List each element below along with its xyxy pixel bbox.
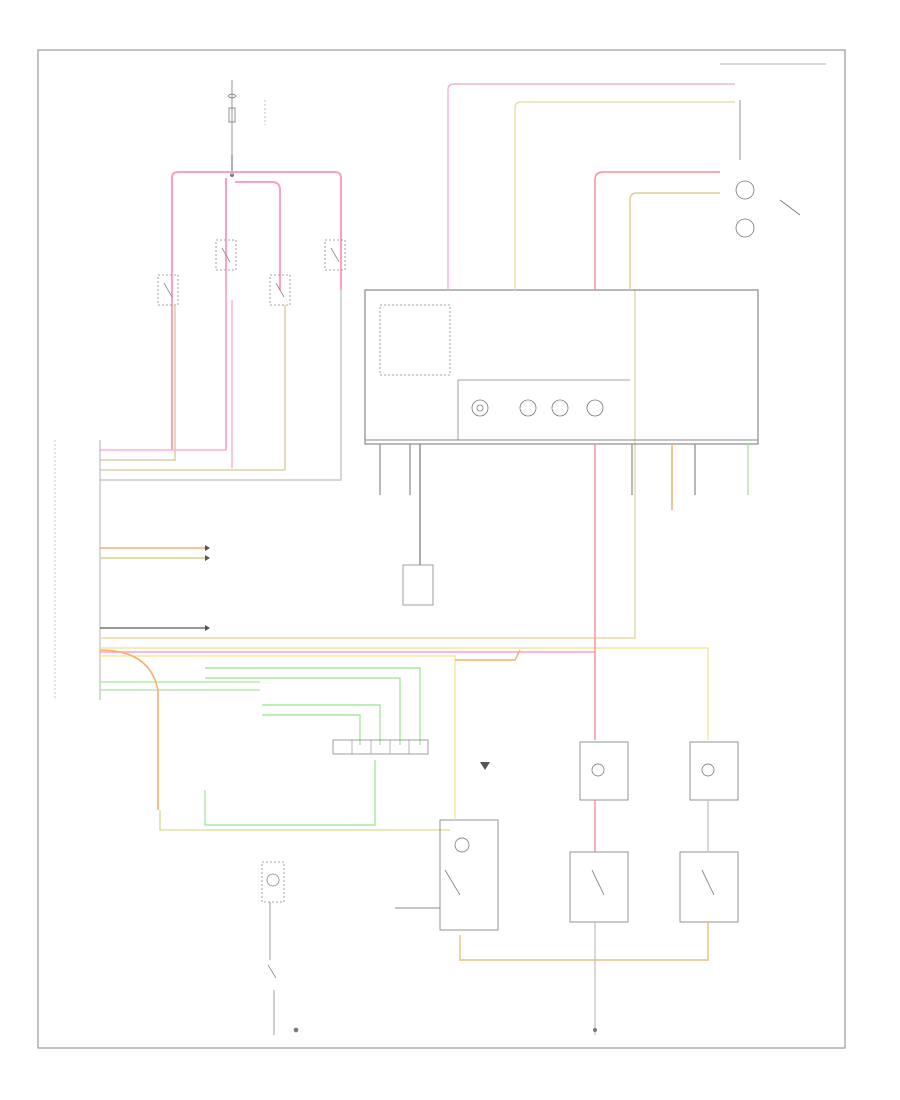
lamp-module-2 (519, 399, 537, 417)
connector-block (332, 739, 429, 755)
relay-left-3 (269, 274, 291, 306)
diagram-frame (37, 49, 846, 1049)
relay-left-1 (157, 274, 179, 306)
lamp-module-4 (586, 399, 604, 417)
ground-arrow (480, 762, 490, 770)
top-right-wires (447, 83, 735, 290)
glove-box-switch (267, 902, 299, 1035)
right-door-lamp (689, 741, 739, 801)
left-drop-wires (99, 649, 450, 831)
door-lamp-wires (459, 800, 709, 1035)
lamp-module-3 (551, 399, 569, 417)
fuse-top (227, 80, 266, 155)
lamp-module-1 (471, 399, 489, 417)
power-distribution-box (364, 289, 759, 445)
glove-box-lamp (261, 861, 285, 903)
relay-left-4 (324, 239, 346, 271)
relay-output-wires (100, 270, 342, 481)
connector-arrows (100, 545, 210, 561)
central-control-module (402, 564, 434, 606)
green-wires (204, 667, 421, 826)
left-door-lamp (579, 741, 629, 801)
ground-point (593, 1028, 597, 1032)
box-output-wires (379, 444, 749, 740)
main-horizontal-bus (100, 290, 709, 800)
left-door-switch (569, 851, 629, 923)
door-switch-upper-right (735, 100, 801, 238)
right-door-switch (679, 851, 739, 923)
pink-power-bus (171, 155, 342, 450)
luggage-compartment-lamp (395, 819, 499, 931)
